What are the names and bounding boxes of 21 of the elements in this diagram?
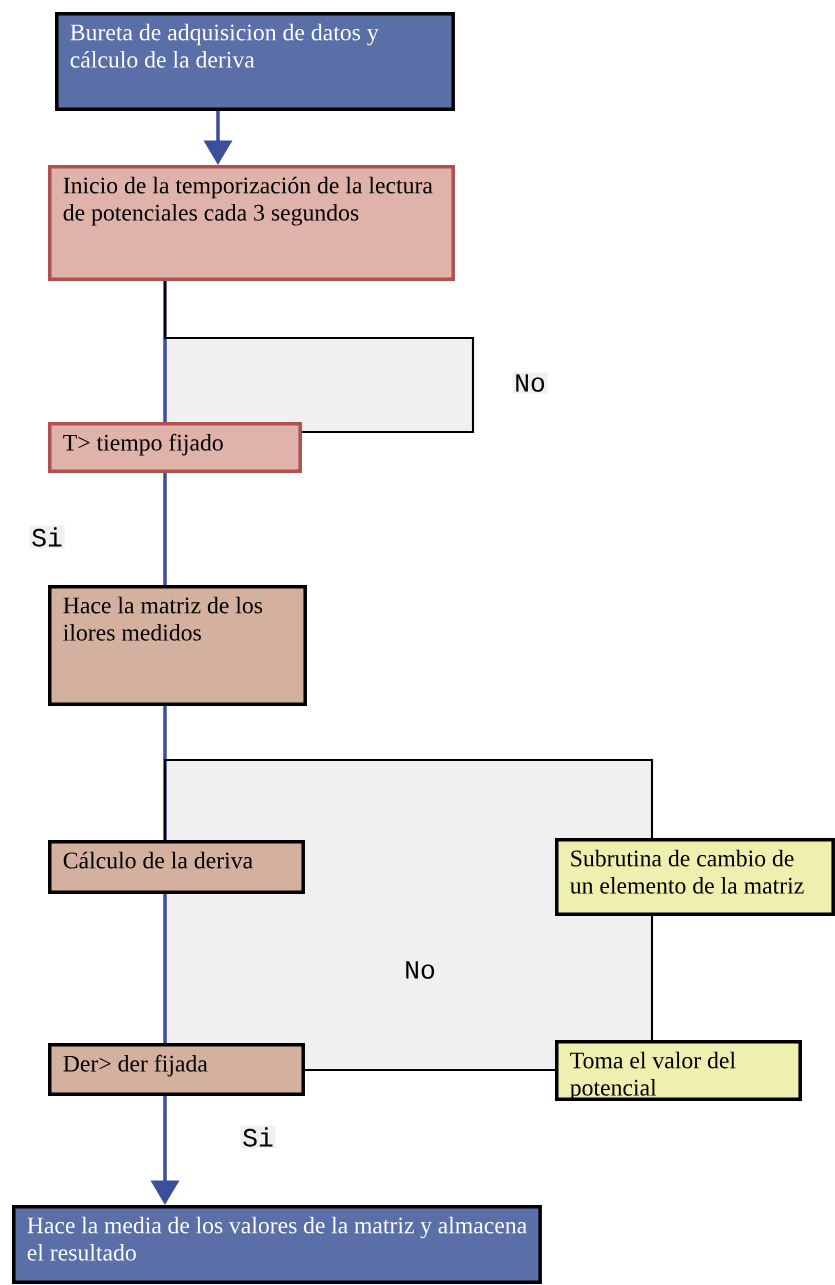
decision-box: Der> der fijada: [48, 1043, 305, 1096]
decision-box: T> tiempo fijado: [48, 422, 302, 473]
connector-line: [163, 473, 167, 585]
flow-box: Inicio de la temporización de la lectura de potenciales cada 3 segundos: [48, 165, 455, 281]
edge-label: No: [402, 959, 438, 981]
subroutine-box: Toma el valor del potencial: [555, 1040, 802, 1101]
flow-box: Hace la media de los valores de la matriz y almacena el resultado: [12, 1205, 542, 1284]
connector-line: [163, 281, 475, 434]
edge-label: Si: [29, 525, 65, 549]
subroutine-box: Subrutina de cambio de un elemento de la matriz: [555, 838, 835, 916]
edge-label: Si: [240, 1125, 276, 1149]
flow-box: Bureta de adquisicion de datos y cálculo de la deriva: [55, 12, 455, 111]
flow-box: Cálculo de la deriva: [48, 840, 305, 894]
connector-line: [163, 281, 167, 422]
connector-line: [163, 894, 167, 1043]
edge-label: No: [512, 372, 548, 394]
connector-line: [163, 706, 167, 840]
connector-line: [304, 1068, 555, 1072]
flow-box: Hace la matriz de los ilores medidos: [48, 585, 307, 706]
connector-line: [163, 758, 654, 840]
connector-line: [650, 916, 654, 1040]
